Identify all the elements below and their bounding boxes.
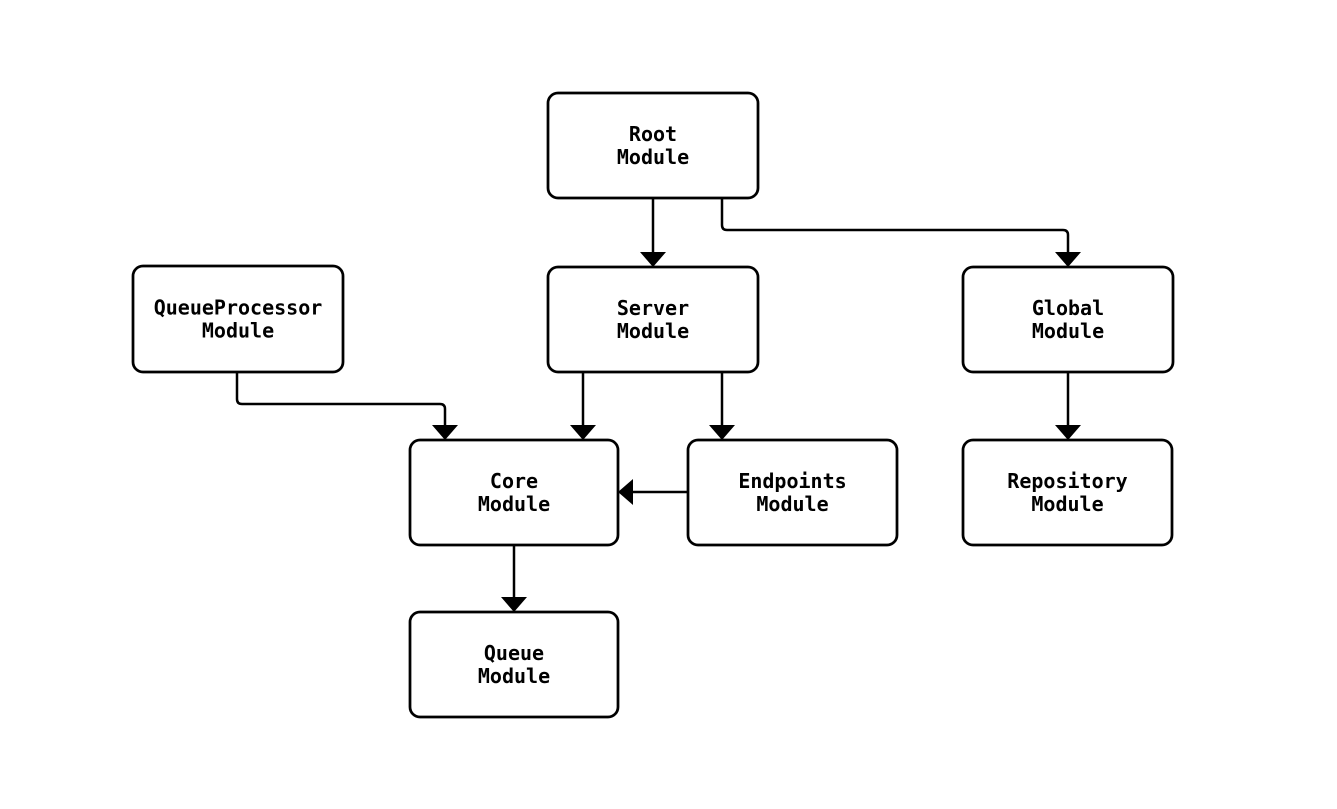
arrowhead-icon <box>501 597 527 612</box>
arrowhead-icon <box>618 479 633 505</box>
node-queueprocessor-box <box>131 264 345 374</box>
edge-core-to-queue <box>501 545 527 612</box>
edge-queueprocessor-to-core <box>235 372 458 440</box>
node-core-box <box>408 438 620 547</box>
edge-line-queueprocessor-to-core <box>235 372 447 429</box>
arrowhead-icon <box>640 252 666 267</box>
node-root-box <box>546 91 760 200</box>
arrowhead-icon <box>1055 252 1081 267</box>
edge-server-to-core <box>570 372 596 440</box>
node-repository-box <box>961 438 1174 547</box>
node-global-box <box>961 265 1175 374</box>
edge-global-to-repository <box>1055 372 1081 440</box>
arrowhead-icon <box>709 425 735 440</box>
edge-root-to-global <box>720 198 1081 267</box>
edge-server-to-endpoints <box>709 372 735 440</box>
node-queue-box <box>408 610 620 719</box>
edge-line-root-to-global <box>720 198 1070 256</box>
node-endpoints-box <box>686 438 899 547</box>
arrowhead-icon <box>1055 425 1081 440</box>
edge-root-to-server <box>640 198 666 267</box>
node-server-box <box>546 265 760 374</box>
edge-endpoints-to-core <box>618 479 688 505</box>
arrowhead-icon <box>432 425 458 440</box>
arrowhead-icon <box>570 425 596 440</box>
